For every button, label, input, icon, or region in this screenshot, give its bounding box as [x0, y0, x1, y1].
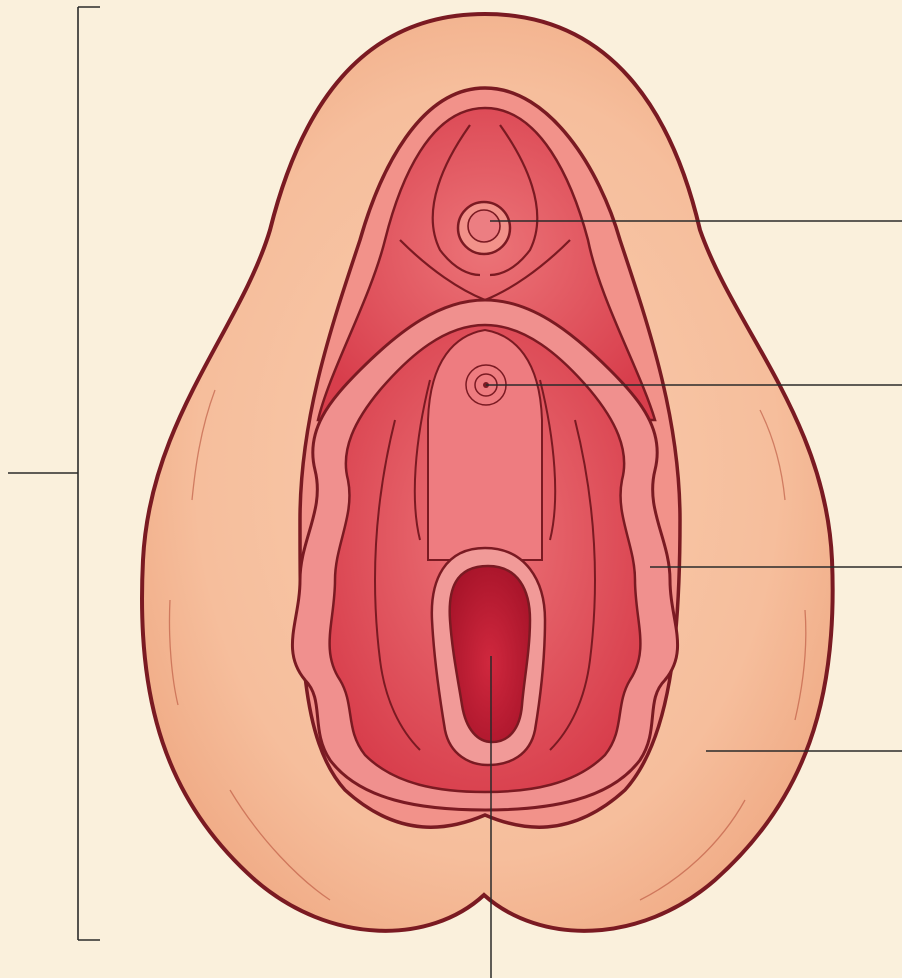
clitoris — [458, 202, 510, 254]
